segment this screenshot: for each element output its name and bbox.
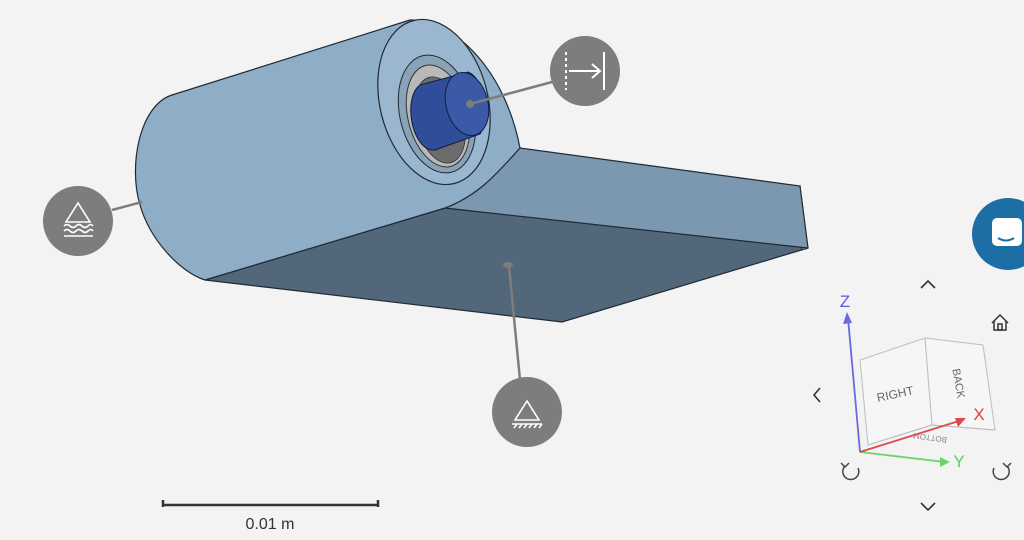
rotate-ccw-icon: [840, 462, 860, 481]
elastic-support-icon: [63, 201, 94, 237]
nav-down-button[interactable]: [914, 496, 942, 516]
axis-z-line: [847, 317, 861, 453]
displacement-leader: [469, 80, 553, 106]
view-cube-bottom-label: BOTTOM: [912, 431, 947, 445]
fixed-support-marker[interactable]: [492, 377, 562, 447]
fixed-support-icon: [512, 399, 543, 429]
scale-bar: [161, 500, 380, 507]
displacement-anchor: [466, 100, 474, 108]
home-button[interactable]: [988, 312, 1012, 334]
chevron-left-icon: [812, 387, 821, 403]
fixed-support-leader: [507, 265, 522, 381]
axis-x-line: [859, 419, 963, 453]
elastic-support-leader: [111, 200, 143, 212]
nav-up-button[interactable]: [914, 274, 942, 294]
fixed-support-anchor: [503, 262, 513, 268]
rotate-cw-icon: [992, 462, 1012, 481]
displacement-icon: [565, 52, 605, 90]
axis-x-label: X: [973, 405, 984, 424]
chat-icon: [992, 218, 1022, 246]
chevron-up-icon: [920, 279, 936, 289]
chat-button[interactable]: [972, 198, 1024, 270]
rotate-right-button[interactable]: [988, 460, 1014, 484]
cad-model[interactable]: [134, 7, 809, 323]
elastic-support-marker[interactable]: [43, 186, 113, 256]
chevron-down-icon: [920, 502, 936, 512]
nav-left-button[interactable]: [806, 384, 828, 408]
displacement-marker[interactable]: [550, 36, 620, 106]
axis-z-label: Z: [840, 292, 850, 311]
view-cube[interactable]: RIGHT BACK BOTTOM Z X Y: [840, 292, 996, 471]
rotate-left-button[interactable]: [838, 460, 864, 484]
view-cube-back-label: BACK: [949, 368, 966, 400]
axis-y-label: Y: [953, 452, 964, 471]
home-icon: [991, 313, 1009, 331]
scale-bar-label: 0.01 m: [245, 516, 295, 533]
axis-y-line: [859, 451, 946, 463]
